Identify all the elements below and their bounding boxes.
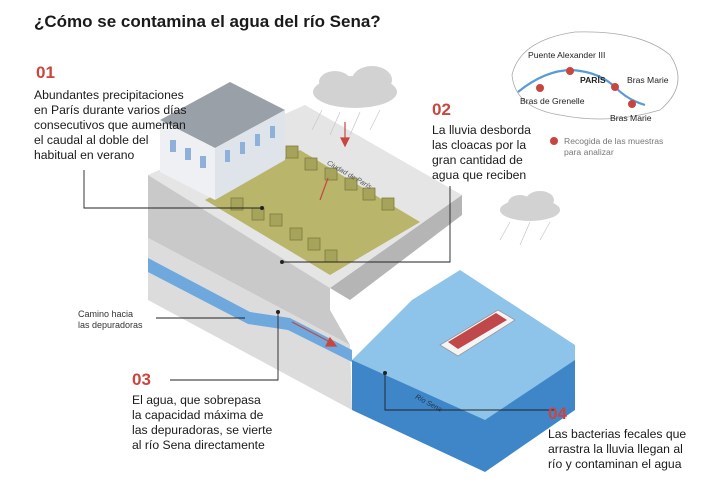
step-04-line: río y contaminan el agua: [548, 457, 682, 471]
map-label-bras-marie-1: Bras Marie: [627, 75, 669, 85]
map-label-bras-marie-2: Bras Marie: [610, 113, 652, 123]
sample-dot-3: [611, 83, 619, 91]
ground-front: [148, 175, 350, 345]
step-01-text: Abundantes precipitaciones en París dura…: [34, 88, 186, 163]
step-02-line: las cloacas por la: [432, 138, 527, 152]
step-01-line: el caudal al doble del: [34, 133, 149, 147]
trees: [230, 145, 395, 263]
cloud-small: [500, 191, 560, 221]
map-legend: Recogida de las muestras para analizar: [564, 136, 663, 158]
camino-line: Camino hacia: [78, 309, 134, 319]
sample-dot-2: [536, 84, 544, 92]
step-03-line: la capacidad máxima de: [132, 408, 264, 422]
step-04-number: 04: [548, 404, 567, 423]
step-03-line: las depuradoras, se vierte: [132, 423, 273, 437]
sewer-pipe: [148, 258, 352, 362]
step-01-line: Abundantes precipitaciones: [34, 88, 184, 102]
sample-dot-1: [566, 67, 574, 75]
step-04-line: arrastra la lluvia llegan al: [548, 442, 683, 456]
sample-dot-4: [628, 100, 636, 108]
step-02-text: La lluvia desborda las cloacas por la gr…: [432, 123, 531, 183]
step-03-number: 03: [132, 370, 151, 389]
step-01-line: en París durante varios días: [34, 103, 187, 117]
step-01-line: consecutivos que aumentan: [34, 118, 186, 132]
leader-lines: [83, 170, 555, 411]
step-02-line: gran cantidad de: [432, 153, 523, 167]
cloud-large: [313, 66, 397, 108]
step-03-line: al río Sena directamente: [132, 438, 265, 452]
map-label-puente: Puente Alexander III: [528, 50, 606, 60]
map-label-paris: PARÍS: [580, 75, 606, 85]
ground-right: [330, 195, 462, 300]
camino-line: las depuradoras: [78, 320, 143, 330]
step-01-line: habitual en verano: [34, 148, 135, 162]
rain: [311, 109, 551, 246]
building: [160, 82, 285, 200]
map-label-grenelle: Bras de Grenelle: [520, 96, 585, 106]
step-04-text: Las bacterias fecales que arrastra la ll…: [548, 427, 686, 472]
paris-map: [511, 31, 679, 145]
legend-dot: [550, 137, 558, 145]
step-02-number: 02: [432, 100, 451, 119]
step-01-number: 01: [36, 63, 55, 82]
camino-label: Camino hacia las depuradoras: [78, 309, 143, 331]
map-legend-line: Recogida de las muestras: [564, 136, 664, 146]
step-03-line: El agua, que sobrepasa: [132, 393, 261, 407]
step-03-text: El agua, que sobrepasa la capacidad máxi…: [132, 393, 272, 453]
grass-area: [205, 150, 420, 275]
step-04-line: Las bacterias fecales que: [548, 427, 687, 441]
boat: [439, 309, 516, 357]
step-02-line: La lluvia desborda: [432, 123, 531, 137]
leader-dots: [260, 206, 387, 375]
flow-arrows: [291, 122, 350, 347]
map-legend-line: para analizar: [564, 147, 614, 157]
step-02-line: agua que reciben: [432, 168, 527, 182]
page-title: ¿Cómo se contamina el agua del río Sena?: [34, 12, 381, 31]
